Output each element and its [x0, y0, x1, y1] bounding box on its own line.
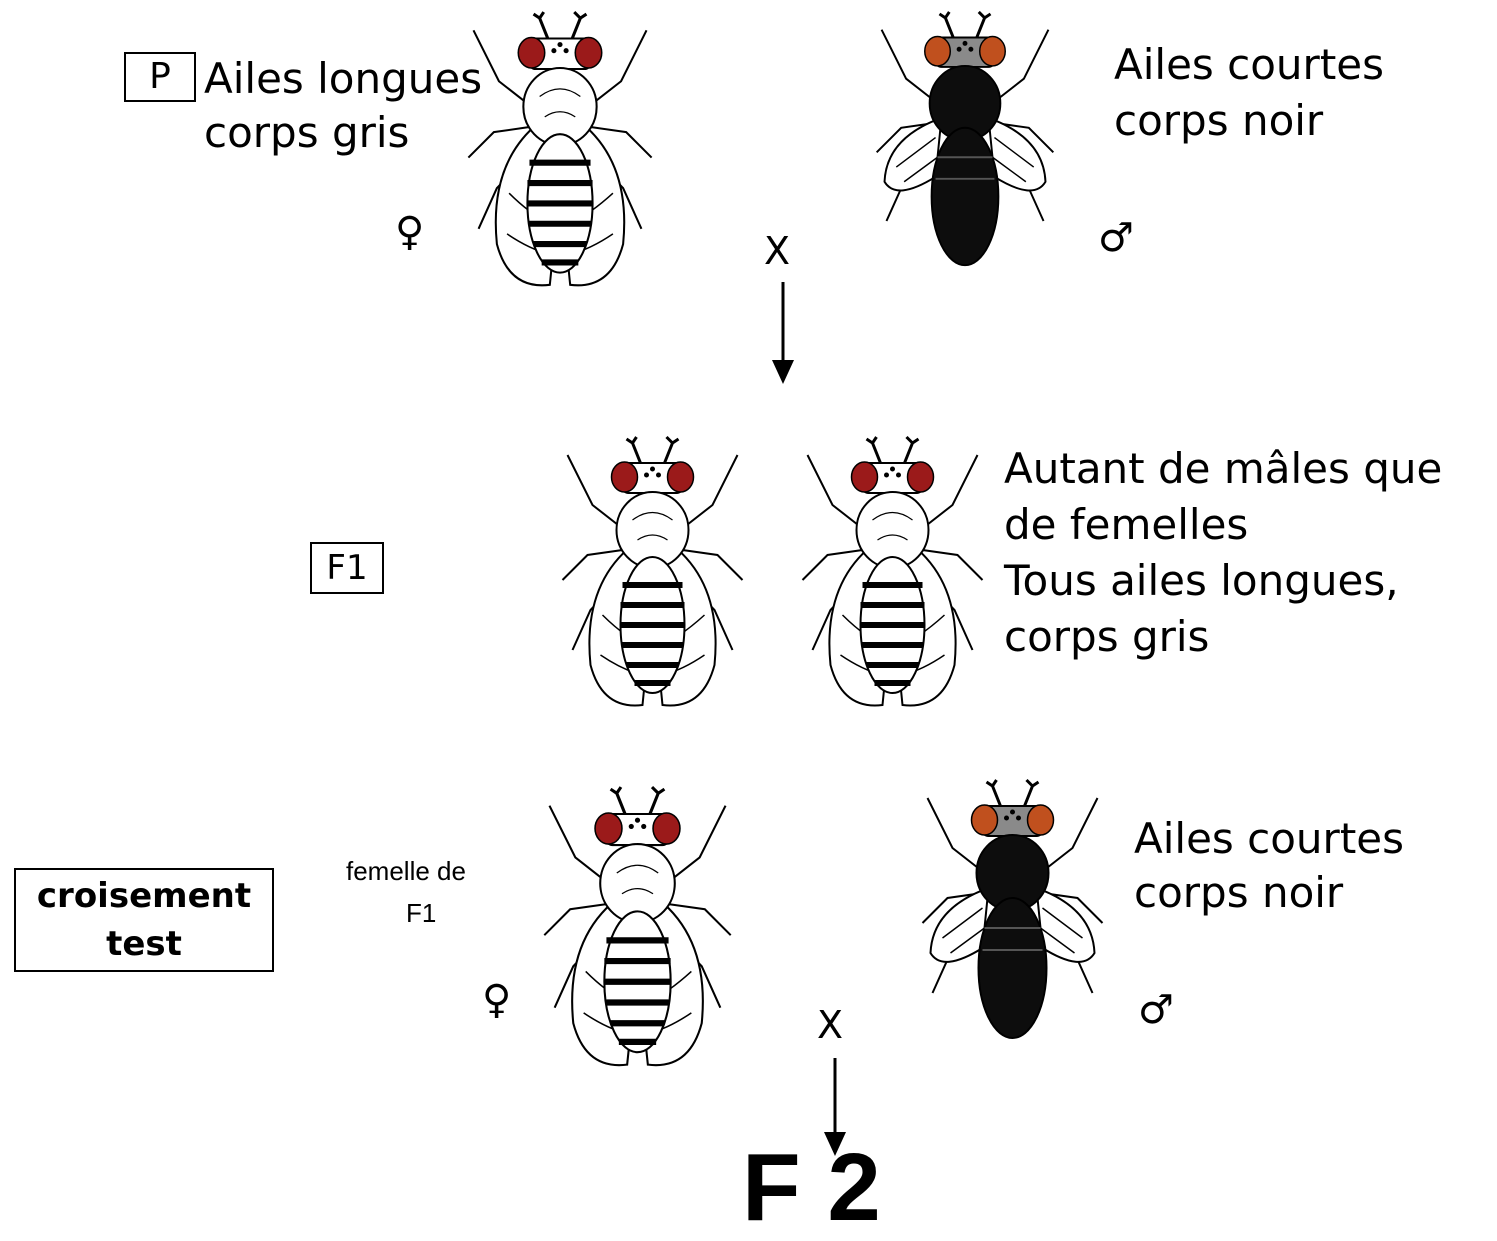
f1-description-line2: de femelles — [1004, 500, 1248, 550]
test-male-phenotype-line2: corps noir — [1134, 868, 1343, 918]
female-caption-line2: F1 — [406, 898, 436, 929]
female-phenotype-line1: Ailes longues — [204, 54, 482, 104]
fly-wild-type-female-p — [450, 10, 670, 295]
fly-black-vestigial-male-test — [905, 778, 1120, 1048]
fly-wild-type-f1-female — [540, 435, 765, 715]
female-phenotype-line2: corps gris — [204, 108, 409, 158]
fly-wild-type-f1-male — [780, 435, 1005, 715]
cross-symbol-test: X — [817, 1006, 843, 1044]
male-phenotype-line2: corps noir — [1114, 96, 1323, 146]
generation-label-f2: F 2 — [742, 1140, 881, 1236]
arrow-down-p-to-f1 — [768, 282, 798, 386]
male-symbol-test: ♂ — [1138, 990, 1174, 1030]
fly-wild-type-f1-female-test — [525, 785, 750, 1075]
female-symbol-test: ♀ — [482, 980, 511, 1020]
generation-label-p: P — [124, 52, 196, 102]
generation-label-f1: F1 — [310, 542, 384, 594]
cross-symbol-p: X — [764, 232, 790, 270]
test-male-phenotype-line1: Ailes courtes — [1134, 814, 1404, 864]
male-symbol: ♂ — [1098, 218, 1134, 258]
female-symbol: ♀ — [395, 212, 424, 252]
f1-description-line1: Autant de mâles que — [1004, 444, 1442, 494]
test-cross-label-line2: test — [16, 920, 272, 968]
f1-description-line4: corps gris — [1004, 612, 1209, 662]
f1-description-line3: Tous ailes longues, — [1004, 556, 1399, 606]
fly-black-vestigial-male-p — [860, 10, 1070, 275]
female-caption-line1: femelle de — [346, 856, 466, 887]
test-cross-label-line1: croisement — [16, 872, 272, 920]
male-phenotype-line1: Ailes courtes — [1114, 40, 1384, 90]
test-cross-label: croisement test — [14, 868, 274, 972]
